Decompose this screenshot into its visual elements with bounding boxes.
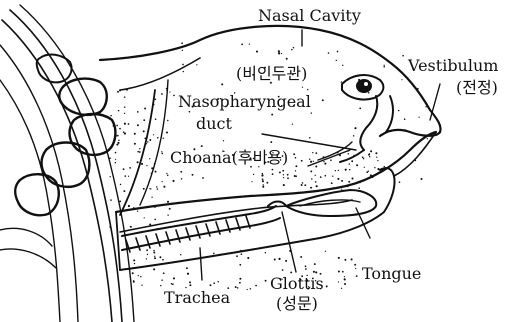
eye: [342, 75, 383, 100]
label-glottis-korean: (성문): [276, 296, 318, 312]
label-nasopharyngeal: Nasopharyngeal: [178, 94, 311, 110]
label-nasal-cavity: Nasal Cavity: [258, 8, 361, 24]
label-nasal-cavity-korean: (비인두관): [236, 66, 307, 82]
label-duct: duct: [196, 116, 232, 132]
label-vestibulum-korean: (전정): [456, 80, 498, 96]
vertebral-column: [0, 5, 134, 322]
label-glottis: Glottis: [270, 276, 324, 292]
trachea-rings: [122, 206, 280, 252]
label-trachea: Trachea: [164, 290, 230, 306]
label-choana: Choana(후비용): [170, 150, 288, 166]
label-tongue: Tongue: [362, 266, 421, 282]
label-vestibulum: Vestibulum: [408, 58, 498, 74]
